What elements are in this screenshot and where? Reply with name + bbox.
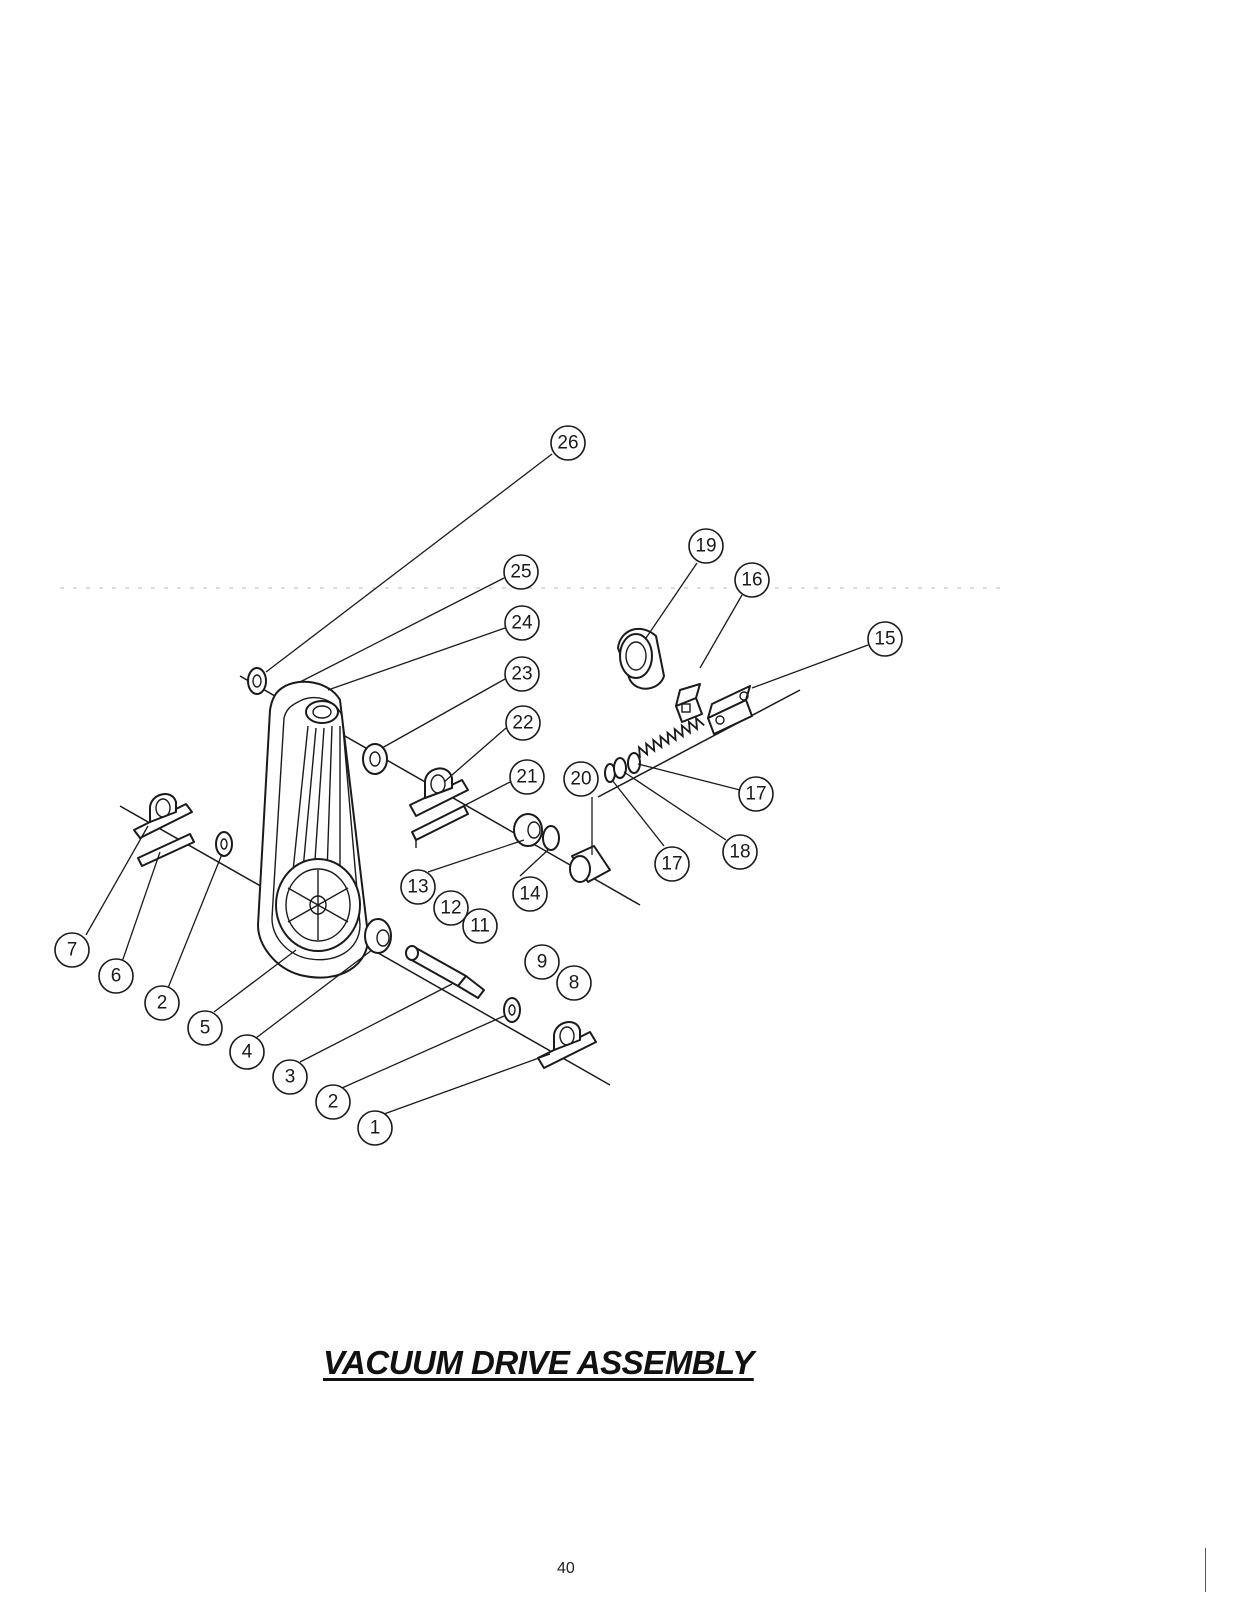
svg-text:13: 13	[407, 877, 428, 898]
svg-text:19: 19	[695, 536, 716, 557]
lower-bearing	[364, 918, 392, 954]
lower-pillow-block	[537, 1021, 597, 1069]
callout-23: 23	[504, 656, 540, 692]
tension-spring	[604, 716, 705, 783]
upper-pillow-block	[409, 767, 469, 817]
svg-text:16: 16	[741, 570, 762, 591]
callout-5: 5	[187, 1010, 223, 1046]
left-washer	[215, 831, 233, 857]
small-block	[675, 683, 703, 723]
svg-text:5: 5	[200, 1018, 211, 1039]
callout-11: 11	[462, 908, 498, 944]
svg-text:1: 1	[370, 1118, 381, 1139]
callout-20: 20	[563, 761, 599, 797]
callout-26: 26	[550, 425, 586, 461]
callout-21: 21	[509, 759, 545, 795]
left-pillow-block	[133, 793, 195, 867]
svg-text:26: 26	[557, 433, 578, 454]
callout-9: 9	[524, 944, 560, 980]
svg-text:4: 4	[242, 1042, 253, 1063]
svg-text:17: 17	[745, 784, 766, 805]
svg-text:6: 6	[111, 966, 122, 987]
callout-7: 7	[54, 932, 90, 968]
callout-24: 24	[504, 605, 540, 641]
callout-18: 18	[722, 834, 758, 870]
svg-text:2: 2	[157, 993, 168, 1014]
leader-lines	[85, 453, 869, 1115]
slotted-bracket	[707, 685, 753, 735]
scan-edge-mark	[1205, 1548, 1206, 1592]
callout-19: 19	[688, 528, 724, 564]
spring-axis	[597, 689, 801, 798]
svg-text:17: 17	[661, 854, 682, 875]
svg-text:25: 25	[510, 562, 531, 583]
svg-text:12: 12	[440, 898, 461, 919]
belt-housing	[257, 680, 370, 979]
upper-end-washer	[247, 667, 267, 695]
callout-16: 16	[734, 562, 770, 598]
callout-15: 15	[867, 621, 903, 657]
callout-6: 6	[98, 958, 134, 994]
callout-2-lower: 2	[315, 1084, 351, 1120]
svg-text:9: 9	[537, 952, 548, 973]
upper-washer	[362, 743, 388, 775]
upper-coupling	[569, 845, 611, 883]
callout-17-lower: 17	[654, 846, 690, 882]
diagram-title: VACUUM DRIVE ASSEMBLY	[323, 1344, 754, 1381]
svg-text:8: 8	[569, 973, 580, 994]
callout-17-upper: 17	[738, 776, 774, 812]
svg-text:11: 11	[470, 916, 490, 937]
svg-text:14: 14	[519, 884, 541, 905]
svg-text:3: 3	[285, 1067, 296, 1088]
svg-text:21: 21	[516, 767, 537, 788]
lower-washer	[503, 997, 521, 1023]
svg-text:18: 18	[729, 842, 750, 863]
page-number: 40	[557, 1560, 575, 1577]
svg-text:20: 20	[570, 769, 591, 790]
callout-22: 22	[505, 705, 541, 741]
svg-text:2: 2	[328, 1092, 339, 1113]
svg-text:24: 24	[511, 613, 533, 634]
upper-bearing	[513, 813, 560, 851]
svg-text:22: 22	[512, 713, 533, 734]
callout-1: 1	[357, 1110, 393, 1146]
drive-shaft	[405, 945, 485, 999]
callout-8: 8	[556, 965, 592, 1001]
svg-text:23: 23	[511, 664, 532, 685]
svg-text:7: 7	[67, 940, 78, 961]
callout-12: 12	[433, 890, 469, 926]
callout-14: 14	[512, 876, 548, 912]
roller-cylinder	[617, 627, 665, 690]
upper-bracket-plate	[411, 805, 469, 848]
callout-25: 25	[503, 554, 539, 590]
callout-3: 3	[272, 1059, 308, 1095]
callout-2-left: 2	[144, 985, 180, 1021]
callout-13: 13	[400, 869, 436, 905]
callout-4: 4	[229, 1034, 265, 1070]
svg-text:15: 15	[874, 629, 895, 650]
